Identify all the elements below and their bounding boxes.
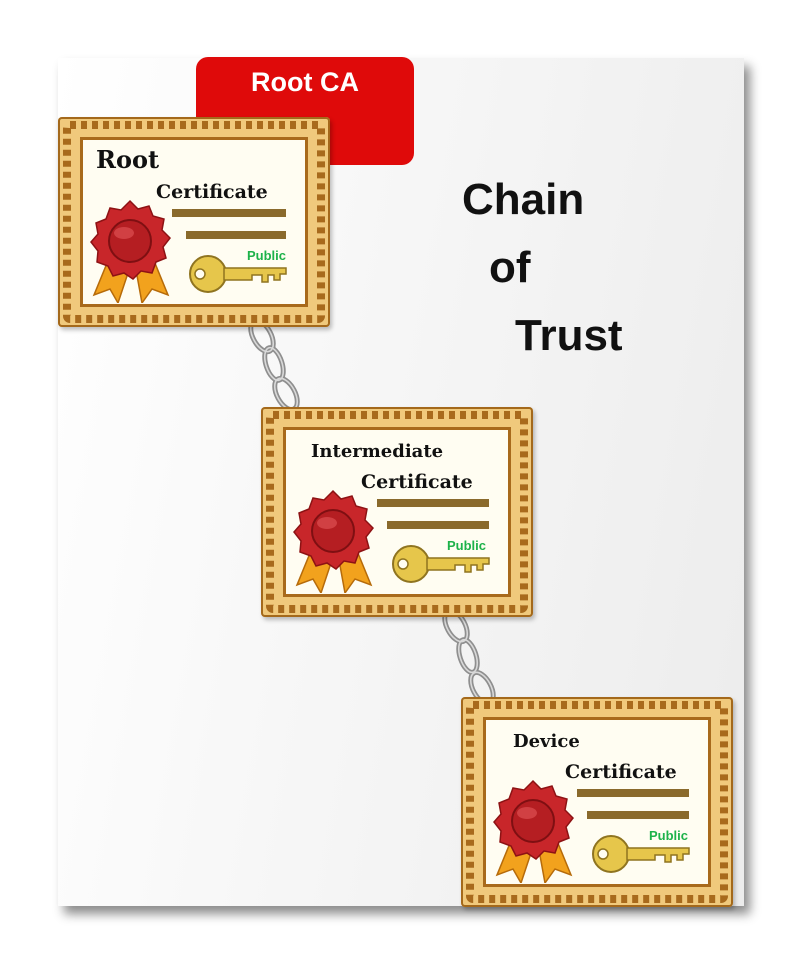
certificate-subtitle: Certificate: [156, 181, 268, 203]
text-line: [387, 521, 489, 529]
certificate-title: Device: [513, 731, 580, 752]
text-line: [587, 811, 689, 819]
certificate-title: Root: [96, 145, 160, 174]
text-line: [577, 789, 689, 797]
device-certificate: Device Certificate Public: [461, 697, 733, 907]
text-line: [172, 209, 286, 217]
chain-link-icon: [442, 608, 496, 707]
chain-link-icon: [248, 318, 300, 413]
public-key-label: Public: [649, 828, 689, 843]
seal-ribbon-icon: [493, 779, 574, 883]
certificate-subtitle: Certificate: [565, 761, 677, 783]
seal-ribbon-icon: [293, 489, 374, 593]
public-key-label: Public: [247, 248, 287, 263]
public-key-label: Public: [447, 538, 487, 553]
key-icon: [592, 835, 690, 873]
title-line-3: Trust: [515, 311, 623, 360]
title-line-1: Chain: [462, 175, 585, 224]
certificate-subtitle: Certificate: [361, 471, 473, 493]
title-line-2: of: [489, 243, 531, 292]
certificate-frame-icon: [266, 411, 528, 613]
key-icon: [392, 545, 490, 583]
intermediate-certificate: Intermediate Certificate Public: [261, 407, 533, 617]
certificate-frame-icon: [63, 121, 325, 323]
text-line: [186, 231, 286, 239]
key-icon: [189, 255, 287, 293]
certificate-title: Intermediate: [311, 441, 444, 462]
seal-ribbon-icon: [90, 199, 171, 303]
root-ca-label: Root CA: [251, 67, 359, 97]
certificate-frame-icon: [466, 701, 728, 903]
root-certificate: Root Certificate Public: [58, 117, 330, 327]
text-line: [377, 499, 489, 507]
